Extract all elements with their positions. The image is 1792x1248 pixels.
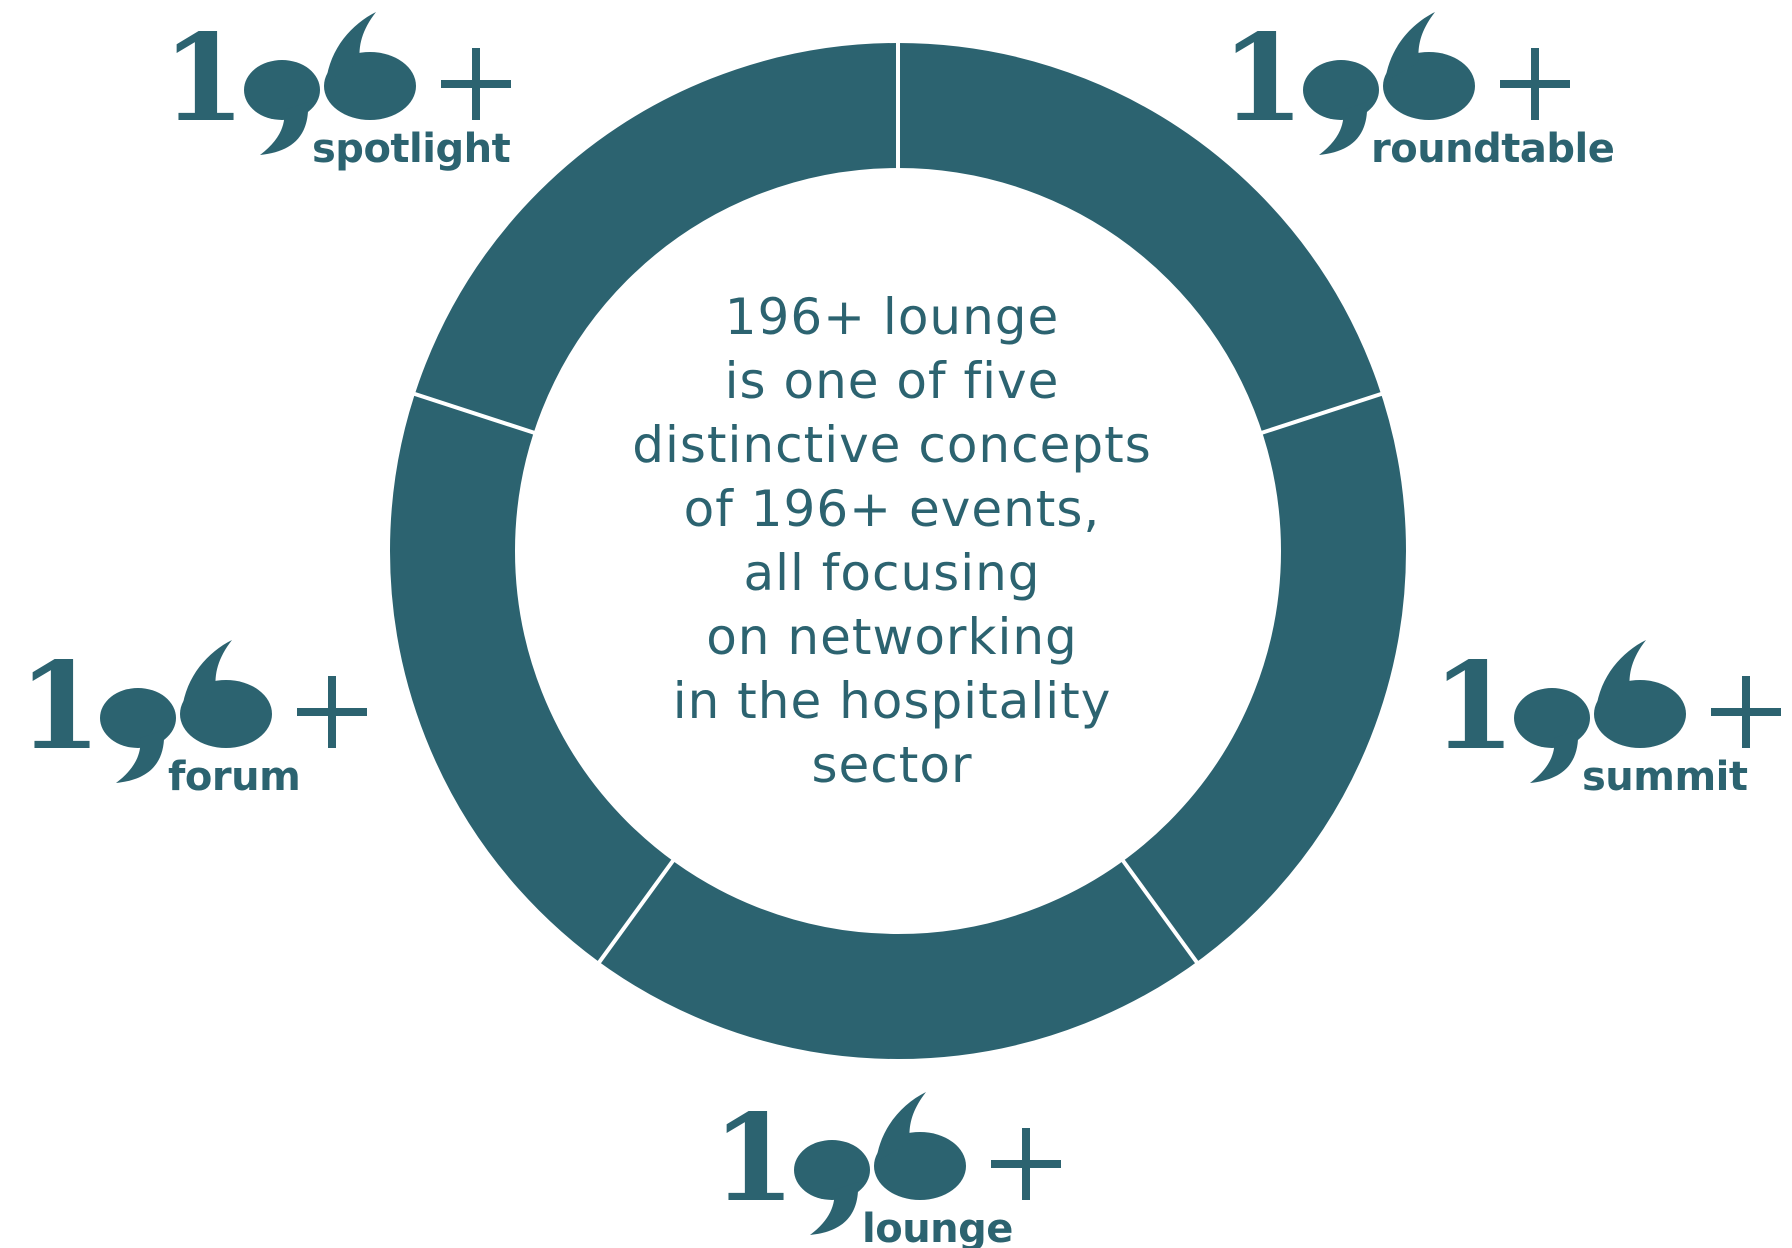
logo-six-hook — [1385, 12, 1435, 82]
segment-divider — [1119, 856, 1201, 967]
logo-six-hook — [876, 1092, 926, 1162]
logo-number-one: 1 — [712, 1088, 792, 1229]
logo-nine-tail — [260, 102, 309, 155]
logo-nine-bowl — [1303, 60, 1379, 120]
logo-nine-tail — [116, 730, 165, 783]
logo-nine-bowl — [794, 1140, 870, 1200]
segment-divider — [410, 390, 539, 436]
logo-number-one: 1 — [1221, 8, 1301, 149]
center-line: of 196+ events, — [683, 480, 1101, 538]
logo-plus-vertical — [472, 48, 480, 120]
logo-nine-tail — [810, 1182, 859, 1235]
logo-plus-vertical — [1531, 48, 1539, 120]
logo-plus-vertical — [1742, 676, 1750, 748]
ring — [390, 39, 1406, 1059]
logo-word: lounge — [862, 1206, 1013, 1248]
logo-six-hook — [326, 12, 376, 82]
logo-number-one: 1 — [162, 8, 242, 149]
center-description: 196+ lounge is one of five distinctive c… — [592, 285, 1192, 797]
center-line: all focusing — [743, 544, 1041, 602]
center-line: 196+ lounge — [724, 288, 1060, 346]
center-line: distinctive concepts — [632, 416, 1152, 474]
logo-six-hook — [182, 640, 232, 710]
logo-word: forum — [168, 754, 300, 800]
logo-nine-bowl — [100, 688, 176, 748]
logo-word: spotlight — [312, 126, 511, 172]
logo-six-hook — [1596, 640, 1646, 710]
center-line: sector — [811, 736, 973, 794]
logo-word: roundtable — [1371, 126, 1614, 172]
logo-word: summit — [1582, 754, 1748, 800]
center-line: in the hospitality — [672, 672, 1112, 730]
logo-number-one: 1 — [18, 636, 98, 777]
segment-divider — [595, 856, 677, 967]
center-line: is one of five — [724, 352, 1060, 410]
logo-number-one: 1 — [1432, 636, 1512, 777]
logo-nine-bowl — [1514, 688, 1590, 748]
segment-divider — [1257, 390, 1386, 436]
logo-nine-tail — [1530, 730, 1579, 783]
logo-plus-vertical — [328, 676, 336, 748]
logo-nine-bowl — [244, 60, 320, 120]
center-line: on networking — [706, 608, 1078, 666]
logo-nine-tail — [1319, 102, 1368, 155]
logo-plus-vertical — [1022, 1128, 1030, 1200]
